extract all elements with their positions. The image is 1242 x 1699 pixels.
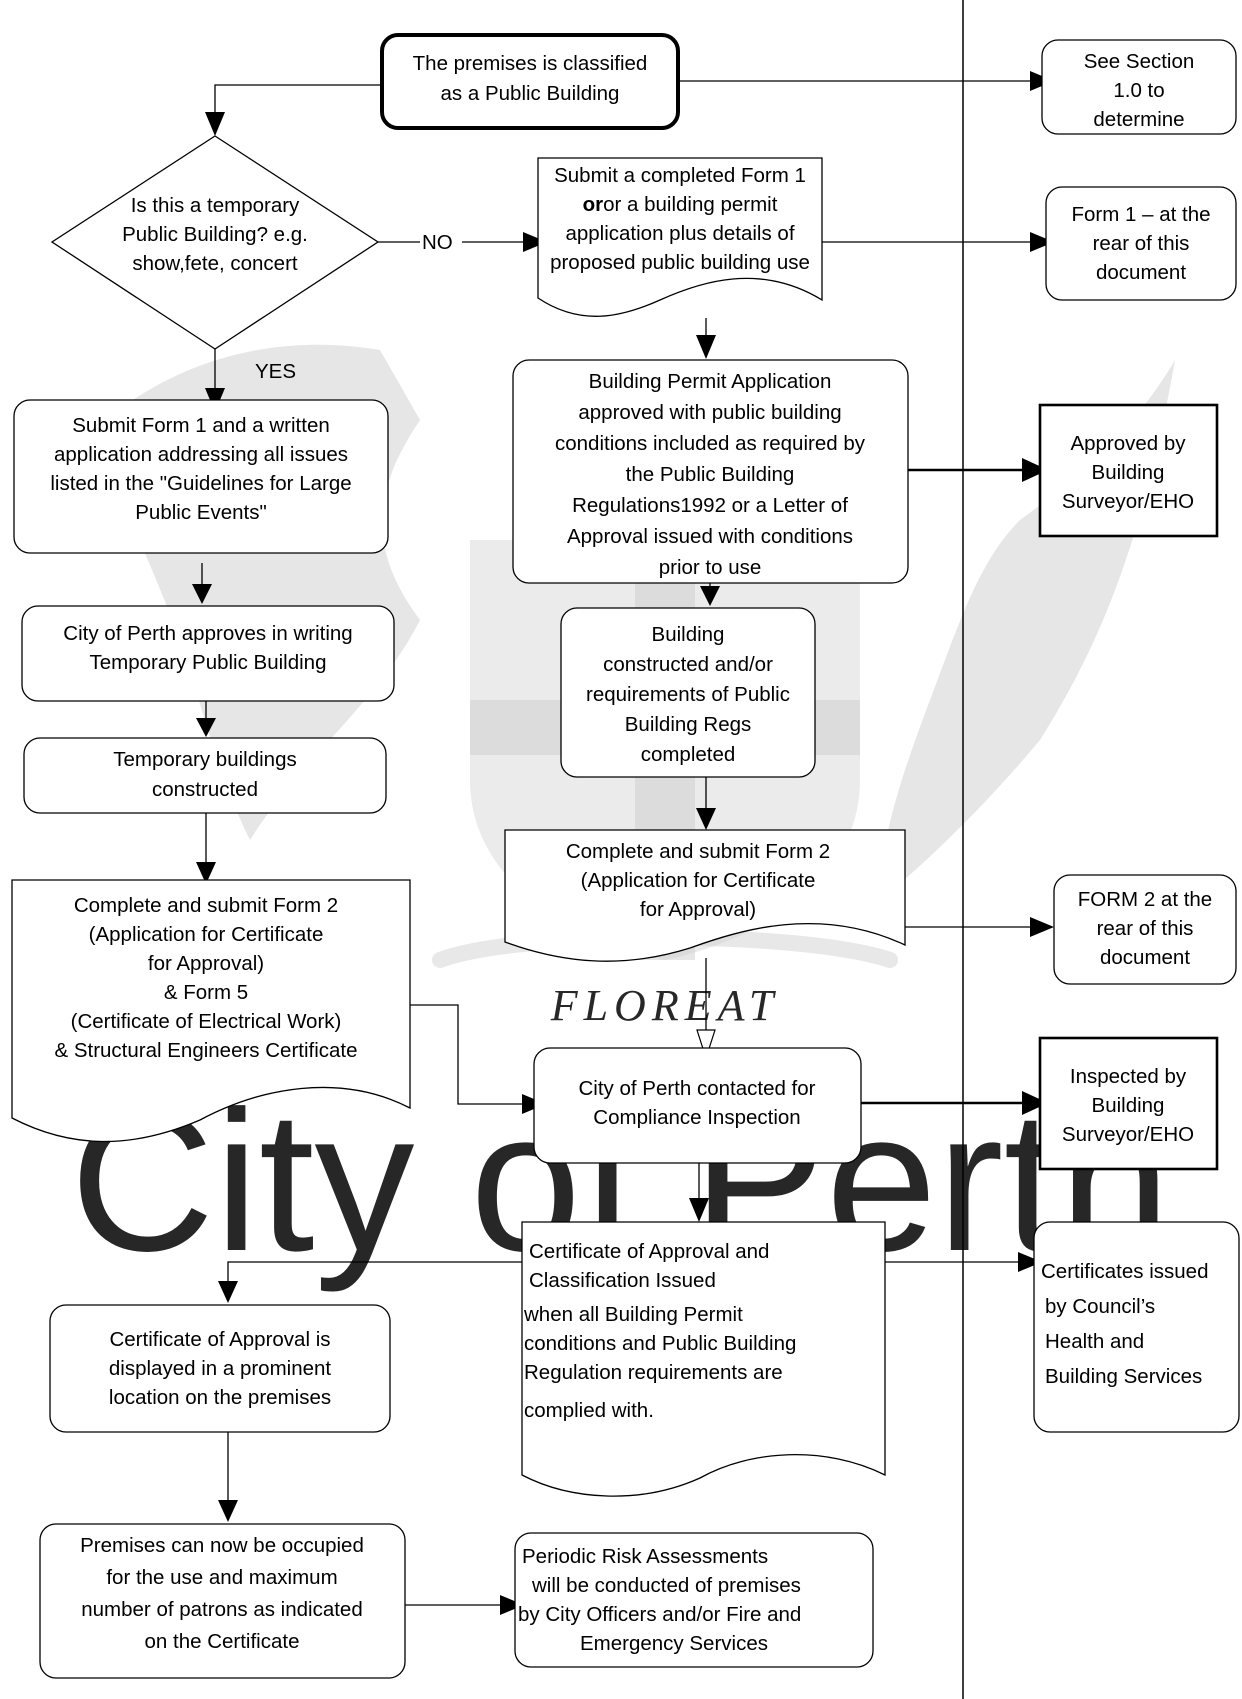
form2-left-node: Complete and submit Form 2(Application f… — [11, 879, 411, 1143]
svg-text:City of Perth approves in writ: City of Perth approves in writingTempora… — [63, 622, 352, 674]
svg-text:Complete and submit Form 2(App: Complete and submit Form 2(Application f… — [54, 894, 357, 1062]
label-yes: YES — [255, 360, 296, 383]
svg-text:Complete and submit Form 2(App: Complete and submit Form 2(Application f… — [566, 840, 830, 921]
connectors — [201, 80, 1030, 1606]
submit-form1-line2: or a building permit — [603, 193, 778, 216]
watermark-motto: FLOREAT — [550, 981, 780, 1030]
form2-center-node: Complete and submit Form 2(Application f… — [504, 829, 906, 962]
label-no: NO — [422, 231, 453, 254]
